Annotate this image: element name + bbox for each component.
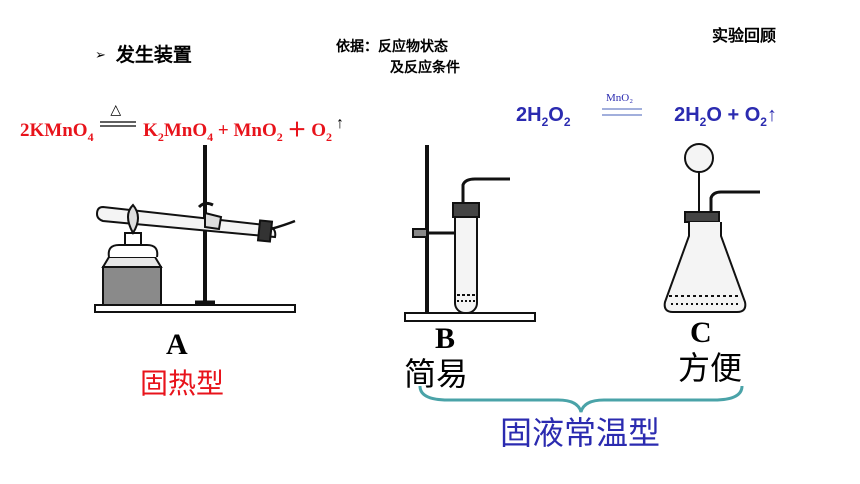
apparatus-b-note: 简易: [404, 355, 469, 393]
apparatus-b-letter: B: [435, 322, 456, 355]
eq1-reactant: 2KMnO: [20, 120, 88, 141]
eq2-product1-end: O + O: [706, 104, 761, 126]
equation-kmno4: 2KMnO4 △ K2MnO4 + MnO2 ＋ O2 ↑: [20, 103, 345, 145]
eq2-equals-sign-icon: [602, 108, 643, 116]
eq1-product1-sub-b: 4: [207, 129, 214, 144]
basis-line-1: 依据：反应物状态: [336, 39, 448, 55]
eq2-product2-sub: 2: [760, 115, 767, 129]
eq1-reactant-sub: 4: [87, 129, 94, 144]
equation-h2o2: 2H2O2 2H2O + O2↑: [516, 104, 777, 129]
brace-icon: [418, 385, 744, 413]
eq1-product1-sub-a: 2: [157, 129, 164, 144]
eq1-product2: MnO: [233, 120, 277, 141]
eq1-product3-sub: 2: [326, 129, 333, 144]
section-heading: ➢ 发生装置: [95, 40, 192, 67]
group-label: 固液常温型: [500, 414, 661, 452]
apparatus-c-diagram: [663, 143, 760, 313]
heat-triangle-icon: △: [110, 103, 122, 118]
eq1-product1: K: [143, 120, 158, 141]
eq1-product3: O: [311, 120, 327, 141]
apparatus-a-diagram: [94, 145, 296, 313]
eq2-reactant-sub-a: 2: [541, 115, 549, 129]
eq2-product1: 2H: [674, 104, 700, 126]
section-title: 发生装置: [115, 44, 192, 66]
eq1-plus-2: ＋: [282, 120, 312, 141]
eq2-gas-arrow: ↑: [766, 104, 777, 126]
apparatus-c-letter: C: [690, 316, 712, 349]
eq2-product1-sub: 2: [699, 115, 707, 129]
eq1-product1-mid: MnO: [163, 120, 208, 141]
eq1-plus-1: +: [213, 120, 234, 141]
eq2-reactant: 2H: [516, 104, 542, 126]
apparatus-c-note: 方便: [678, 349, 743, 387]
eq1-product2-sub: 2: [276, 129, 283, 144]
eq2-reactant-mid: O: [548, 104, 564, 126]
eq1-gas-arrow: ↑: [332, 115, 345, 132]
eq2-catalyst: MnO₂: [606, 92, 634, 104]
basis-line-2: 及反应条件: [390, 60, 460, 76]
equals-sign-icon: [100, 121, 137, 127]
corner-title: 实验回顾: [712, 26, 777, 45]
bullet-arrow-icon: ➢: [95, 48, 106, 63]
apparatus-a-type: 固热型: [140, 367, 225, 400]
apparatus-a-letter: A: [166, 328, 188, 361]
eq2-reactant-sub-b: 2: [563, 115, 571, 129]
apparatus-b-diagram: [404, 145, 536, 322]
eq1-condition: △: [98, 103, 138, 130]
